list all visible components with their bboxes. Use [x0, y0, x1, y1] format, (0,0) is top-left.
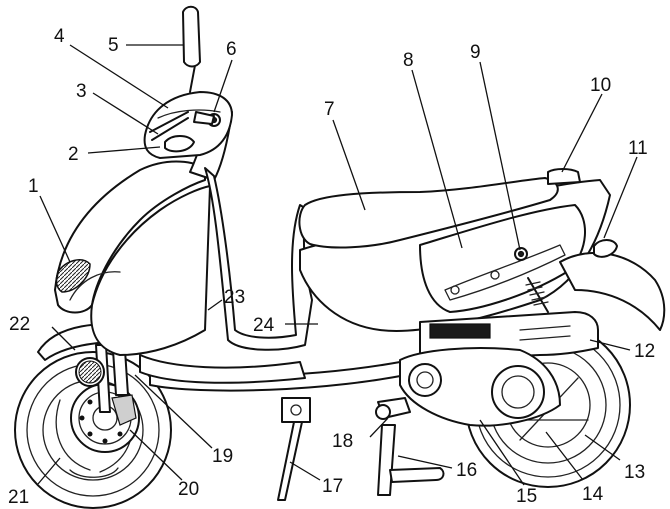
callout-9: 9 [470, 42, 481, 63]
callout-1: 1 [28, 176, 39, 197]
rear-view-mirror [182, 5, 201, 93]
tail-light [593, 239, 618, 258]
callout-13: 13 [624, 462, 645, 483]
center-stand [377, 424, 445, 496]
callout-2: 2 [68, 144, 79, 165]
seat [298, 177, 559, 249]
callout-22: 22 [9, 314, 30, 335]
callout-23: 23 [224, 287, 245, 308]
callout-6: 6 [226, 39, 237, 60]
callout-24: 24 [253, 315, 275, 336]
callout-8: 8 [403, 50, 414, 71]
front-shield [54, 160, 211, 356]
headlight [164, 135, 195, 153]
callout-labels: 1 2 3 4 5 6 7 8 9 10 11 12 13 14 15 16 1… [8, 26, 655, 508]
rear-shock [525, 277, 549, 313]
handle-grip [193, 111, 221, 127]
engine [399, 347, 561, 427]
floorboard [139, 354, 421, 392]
front-turn-signal [55, 259, 91, 293]
callout-3: 3 [76, 81, 87, 102]
callout-18: 18 [332, 431, 353, 452]
callout-17: 17 [322, 476, 343, 497]
callout-4: 4 [54, 26, 65, 47]
callout-21: 21 [8, 487, 29, 508]
callout-19: 19 [212, 446, 233, 467]
brake-lever [149, 111, 189, 141]
callout-16: 16 [456, 460, 477, 481]
callout-7: 7 [324, 99, 335, 120]
side-stand [277, 397, 311, 501]
fuel-cap [514, 247, 528, 261]
horn [75, 357, 105, 387]
callout-12: 12 [634, 341, 655, 362]
callout-14: 14 [582, 484, 604, 505]
callout-20: 20 [178, 479, 199, 500]
callout-10: 10 [590, 75, 611, 96]
callout-5: 5 [108, 35, 119, 56]
leader-lines [37, 44, 638, 486]
kickstarter [375, 397, 411, 420]
carrier-handle [547, 168, 581, 185]
callout-15: 15 [516, 486, 537, 507]
callout-11: 11 [628, 138, 648, 159]
